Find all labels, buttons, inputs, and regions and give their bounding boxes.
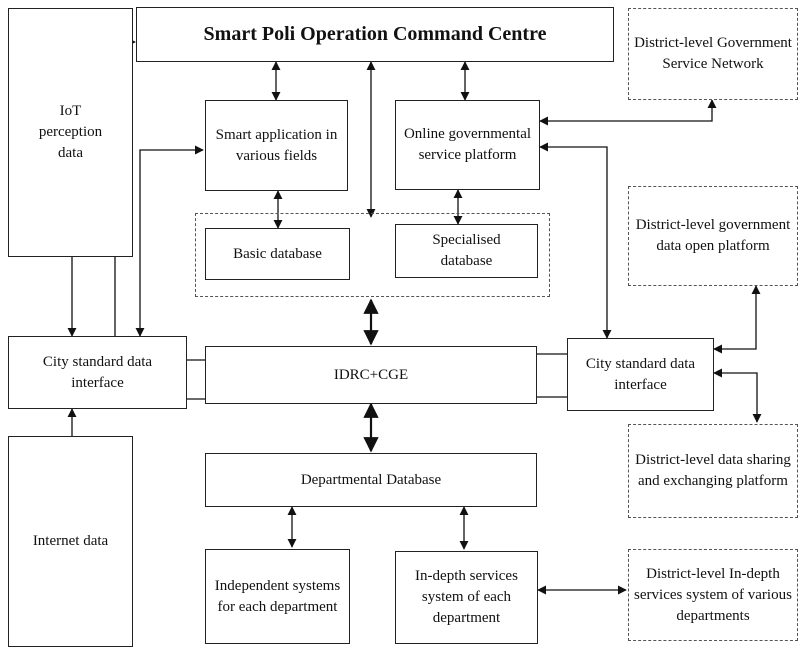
arrow-interface-sharing [713, 368, 762, 423]
city-interface-left-label: City standard data interface [42, 353, 153, 391]
basic-database-label: Basic database [233, 245, 322, 262]
district-indepth-box: District-level In-depth services system … [628, 549, 798, 641]
idrc-cge-label: IDRC+CGE [333, 366, 409, 383]
online-platform-box: Online governmental service platform [395, 100, 540, 190]
specialised-database-box: Specialised database [395, 224, 538, 278]
departmental-database-box: Departmental Database [205, 453, 537, 507]
indepth-services-label: In-depth services system of each departm… [415, 568, 518, 626]
smart-application-label: Smart application in various fields [215, 126, 338, 164]
district-gov-service-box: District-level Government Service Networ… [628, 8, 798, 100]
command-centre-box: Smart Poli Operation Command Centre [136, 7, 614, 62]
command-centre-label: Smart Poli Operation Command Centre [203, 23, 547, 45]
smart-application-box: Smart application in various fields [205, 100, 348, 191]
arrow-interface-smart-app [135, 145, 204, 337]
district-sharing-box: District-level data sharing and exchangi… [628, 424, 798, 518]
iot-data-label: IoT perception data [38, 103, 103, 161]
arrow-interface-open-platform [713, 285, 761, 354]
independent-systems-box: Independent systems for each department [205, 549, 350, 644]
city-interface-right-label: City standard data interface [585, 355, 696, 393]
online-platform-label: Online governmental service platform [403, 126, 532, 163]
district-open-platform-label: District-level government data open plat… [635, 217, 791, 254]
district-indepth-label: District-level In-depth services system … [634, 565, 792, 624]
indepth-services-box: In-depth services system of each departm… [395, 551, 538, 644]
arrow-online-gov-service [539, 99, 717, 126]
iot-data-box: IoT perception data [8, 8, 133, 257]
basic-database-box: Basic database [205, 228, 350, 280]
district-gov-service-label: District-level Government Service Networ… [634, 35, 792, 72]
district-open-platform-box: District-level government data open plat… [628, 186, 798, 286]
database-group [195, 213, 550, 297]
arrow-online-right-interface [539, 142, 612, 339]
internet-data-box: Internet data [8, 436, 133, 647]
specialised-database-label: Specialised database [432, 232, 501, 269]
district-sharing-label: District-level data sharing and exchangi… [635, 452, 791, 489]
city-interface-left-box: City standard data interface [8, 336, 187, 409]
idrc-cge-box: IDRC+CGE [205, 346, 537, 404]
departmental-database-label: Departmental Database [300, 471, 442, 488]
independent-systems-label: Independent systems for each department [214, 577, 341, 615]
internet-data-label: Internet data [32, 533, 109, 549]
city-interface-right-box: City standard data interface [567, 338, 714, 411]
